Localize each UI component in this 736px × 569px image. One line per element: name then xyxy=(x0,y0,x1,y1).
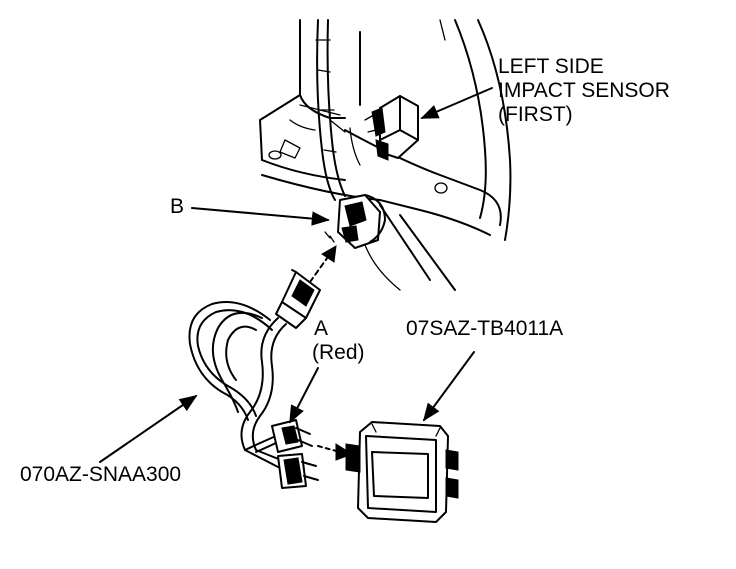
sensor-label-line1: LEFT SIDE xyxy=(498,55,604,78)
tester-part-number-label: 07SAZ-TB4011A xyxy=(406,317,564,340)
plug-a xyxy=(271,419,313,453)
body-panel xyxy=(259,19,512,291)
srs-tester-box xyxy=(345,421,459,523)
mating-arrow xyxy=(309,245,337,283)
sensor-label-line2: IMPACT SENSOR xyxy=(498,79,670,102)
harness-connector xyxy=(275,269,321,329)
connector-a-label: A xyxy=(314,317,329,340)
test-harness-cable xyxy=(188,301,287,469)
sensor-label-line3: (FIRST) xyxy=(498,103,573,126)
connector-a-color-label: (Red) xyxy=(312,341,365,364)
harness-part-number-label: 070AZ-SNAA300 xyxy=(20,463,182,486)
impact-sensor xyxy=(364,95,419,161)
plug-lower xyxy=(277,453,319,489)
connector-b xyxy=(324,194,386,249)
vehicle-harness xyxy=(315,19,346,201)
leader-lines xyxy=(99,87,493,463)
plug-to-tester-arrow xyxy=(317,443,354,461)
connector-b-label: B xyxy=(170,195,185,218)
